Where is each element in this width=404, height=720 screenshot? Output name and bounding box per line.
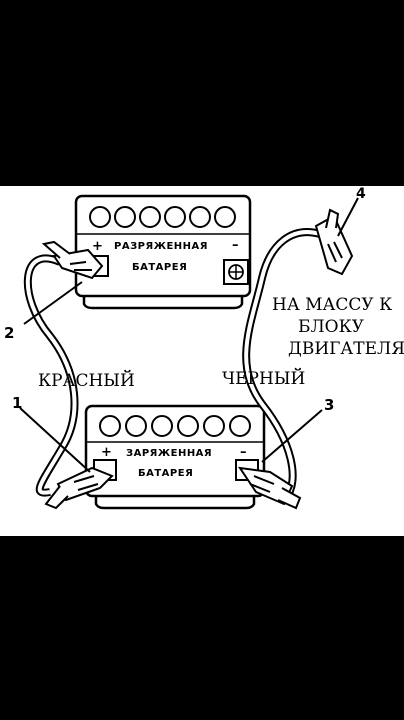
leader-3 (261, 409, 323, 463)
callout-number-3: 3 (324, 396, 334, 414)
leader-2 (23, 281, 83, 325)
top-battery-label-1: РАЗРЯЖЕННАЯ (114, 241, 208, 252)
red-cable-label: КРАСНЫЙ (38, 370, 135, 391)
clamp-2-icon (41, 240, 104, 280)
jump-start-diagram: + РАЗРЯЖЕННАЯ – БАТАРЕЯ + (4, 186, 404, 510)
top-minus-sign: – (232, 238, 239, 253)
bottom-plus-sign: + (101, 445, 112, 460)
top-battery-label-2: БАТАРЕЯ (132, 262, 187, 273)
red-jumper-cable (23, 254, 79, 497)
leader-1 (19, 407, 91, 473)
callout-number-4: 4 (356, 186, 366, 202)
leader-4 (337, 197, 359, 237)
bottom-battery-label-1: ЗАРЯЖЕННАЯ (126, 448, 212, 459)
battery-cells-bottom (99, 415, 251, 437)
black-jumper-cable (242, 228, 322, 501)
callout-leaders (19, 197, 359, 473)
clamp-4-icon (314, 208, 354, 276)
diagram-canvas: + РАЗРЯЖЕННАЯ – БАТАРЕЯ + (0, 186, 404, 536)
battery-cells-top (89, 206, 236, 228)
top-plus-sign: + (92, 239, 103, 254)
ground-note-line-1: НА МАССУ К (272, 295, 392, 315)
clamp-1-icon (44, 466, 114, 510)
bottom-minus-sign: – (240, 445, 247, 460)
ground-note-line-2: БЛОКУ (298, 317, 365, 337)
bottom-battery-label-2: БАТАРЕЯ (138, 468, 193, 479)
clamp-3-icon (237, 466, 302, 510)
ground-note-line-3: ДВИГАТЕЛЯ (288, 339, 404, 359)
black-cable-label: ЧЕРНЫЙ (222, 368, 305, 389)
charged-battery (84, 404, 266, 510)
discharged-battery (74, 194, 252, 310)
callout-number-2: 2 (4, 324, 14, 342)
callout-number-1: 1 (12, 394, 22, 412)
